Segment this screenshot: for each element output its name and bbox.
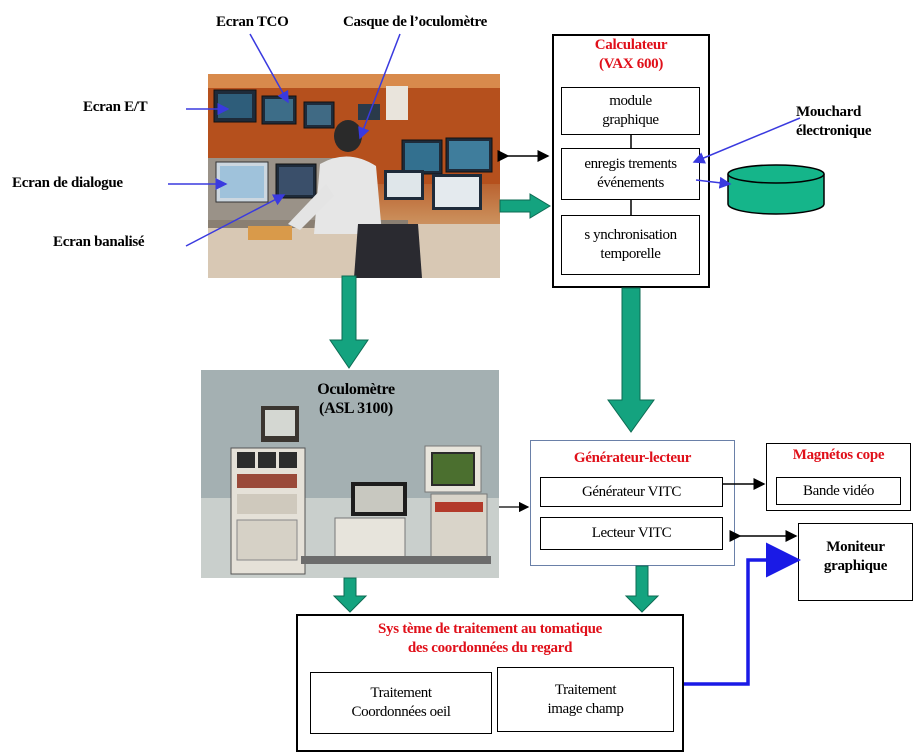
label-ecran-et: Ecran E/T [83,99,148,115]
oculometre-photo [201,370,499,578]
oculometre-title: Oculomètre (ASL 3100) [317,381,395,417]
label-ecran-dialogue: Ecran de dialogue [12,175,123,191]
database-cylinder-icon [727,164,825,215]
green-arrow-to-calculateur [499,193,551,219]
lecteur-vitc-box: Lecteur VITC [540,517,723,550]
green-arrow-to-generateur [607,287,655,433]
pointer-casque [358,33,401,140]
green-arrow-to-oculometre [329,275,369,369]
systeme-traitement-title: Sys tème de traitement au tomatique des … [377,621,603,656]
label-ecran-tco: Ecran TCO [216,14,289,30]
calculateur-title: Calculateur (VAX 600) [594,37,668,72]
control-room-photo [208,74,500,278]
green-arrow-oculometre-systeme [332,577,368,613]
pointer-enregistrements-db [695,176,732,189]
pointer-mouchard [692,117,801,164]
synchronisation-box: s ynchronisation temporelle [561,215,700,275]
magnetoscope-title: Magnétos cope [792,447,885,463]
label-ecran-banalise: Ecran banalisé [53,234,145,250]
arrow-systeme-moniteur [684,542,801,686]
pointer-ecran-tco [249,33,289,104]
bande-video-box: Bande vidéo [776,477,901,505]
generateur-vitc-box: Générateur VITC [540,477,723,507]
green-arrow-generateur-systeme [624,565,660,613]
module-graphique-box: module graphique [561,87,700,135]
enregistrements-box: enregis trements événements [561,148,700,200]
moniteur-graphique-title: Moniteur graphique [823,539,888,574]
traitement-oeil-box: Traitement Coordonnées oeil [310,672,492,734]
label-casque: Casque de l’oculomètre [343,14,487,30]
traitement-image-box: Traitement image champ [497,667,674,732]
pointer-ecran-banalise [185,194,286,247]
label-mouchard: Mouchard électronique [796,104,872,139]
generateur-lecteur-title: Générateur-lecteur [573,450,692,466]
oculometre-illustration [201,370,499,578]
